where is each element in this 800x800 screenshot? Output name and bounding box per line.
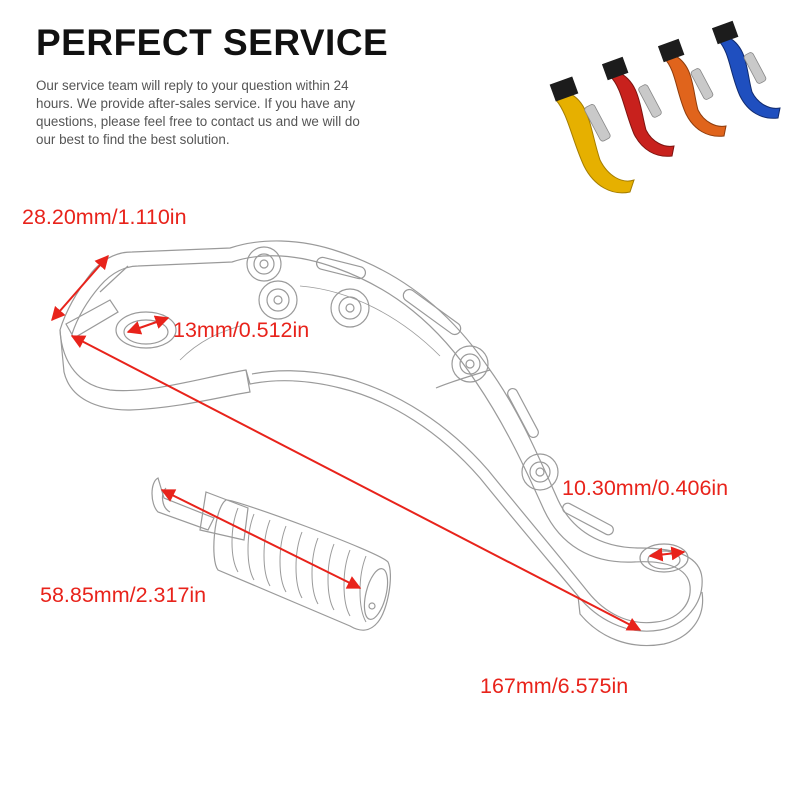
variant-red-icon — [601, 56, 675, 157]
bolt-hole-icons — [246, 246, 559, 491]
total-length-dimension-label: 167mm/6.575in — [480, 674, 629, 698]
peg-length-dimension-label: 58.85mm/2.317in — [40, 583, 207, 607]
hole-small-dimension-label: 13mm/0.512in — [173, 318, 310, 342]
dimension-arrows — [51, 254, 686, 631]
variant-orange-icon — [657, 38, 727, 137]
variant-gold-icon — [549, 76, 635, 194]
color-variants-thumbnail — [549, 20, 781, 194]
hole-end-arrow — [648, 546, 686, 562]
page-title: PERFECT SERVICE — [36, 22, 389, 63]
peg-length-arrow — [160, 489, 362, 589]
width-arrow — [51, 254, 109, 322]
hole-end-dimension-label: 10.30mm/0.406in — [562, 476, 729, 500]
service-description: Our service team will reply to your ques… — [36, 78, 360, 147]
hole-small-arrow — [126, 315, 170, 335]
variant-blue-icon — [711, 20, 781, 119]
total-length-arrow — [70, 335, 642, 631]
width-dimension-label: 28.20mm/1.110in — [22, 205, 187, 229]
